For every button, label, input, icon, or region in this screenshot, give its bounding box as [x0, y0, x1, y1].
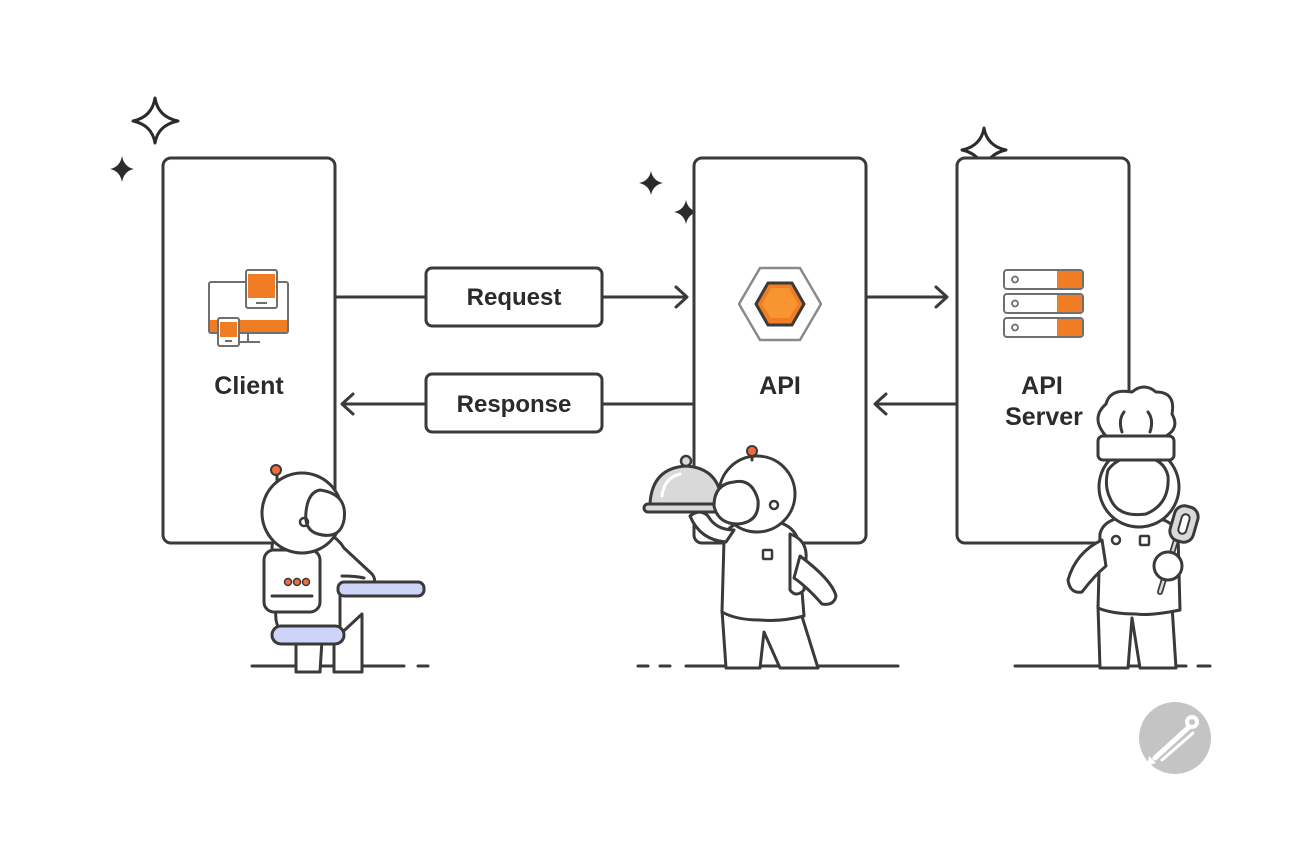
astronaut-chef-with-spatula: [1066, 385, 1200, 670]
sparkle-icon: [110, 156, 134, 182]
sparkle-icon: [674, 200, 698, 224]
api-server-label-line1: API: [1021, 372, 1063, 400]
hexagon-icon: [737, 266, 823, 342]
request-label: Request: [467, 284, 562, 311]
response-pill: Response: [424, 372, 604, 434]
server-to-api-arrow: [873, 392, 957, 416]
spatula-icon: [1157, 504, 1200, 595]
postman-logo-icon: [1139, 702, 1211, 774]
sparkle-icon: [131, 96, 180, 145]
request-pill: Request: [424, 266, 604, 328]
astronaut-at-desk: [260, 464, 426, 674]
api-server-box: [955, 156, 1131, 545]
api-server-label-line2: Server: [1005, 403, 1083, 431]
response-label: Response: [457, 391, 572, 418]
response-arrow: [340, 392, 694, 416]
sparkle-icon: [639, 171, 663, 195]
devices-icon: [208, 269, 289, 347]
client-box: [161, 156, 337, 545]
api-label: API: [759, 372, 801, 400]
request-arrow: [335, 285, 689, 309]
server-rack-icon: [1003, 269, 1084, 338]
astronaut-waiter-with-cloche: [642, 445, 838, 670]
api-to-server-arrow: [866, 285, 949, 309]
client-label: Client: [214, 372, 284, 400]
